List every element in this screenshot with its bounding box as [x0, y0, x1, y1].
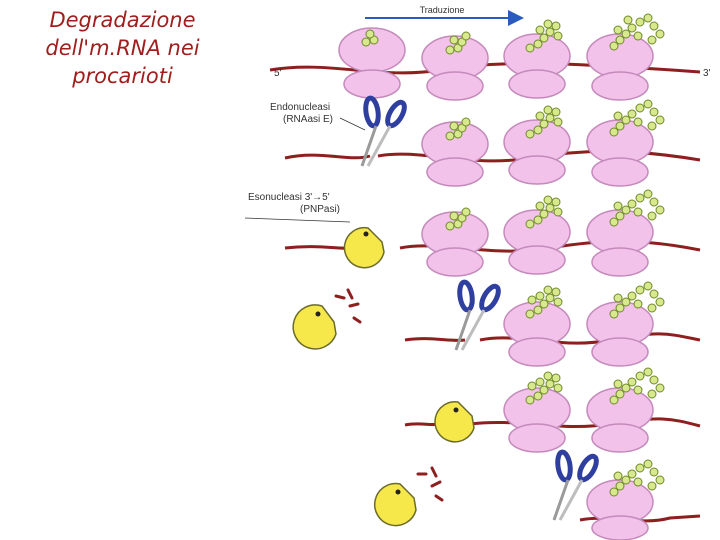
translation-label: Traduzione: [420, 5, 465, 15]
mrna-fragments: [336, 290, 442, 500]
endonuclease-pointer: [340, 118, 365, 130]
exonuclease-pointer: [245, 218, 350, 222]
exonuclease-label-line-2: (PNPasi): [300, 204, 340, 215]
exonuclease-icon-4: [375, 484, 416, 526]
exonuclease-label-line-1: Esonucleasi 3'→5': [248, 192, 330, 203]
exonuclease-icon-2: [293, 305, 336, 349]
exonuclease-icon-1: [344, 228, 384, 268]
endonuclease-label-line-2: (RNAasi E): [283, 114, 333, 125]
five-prime-label: 5': [274, 68, 282, 79]
exonuclease-icon-3: [435, 402, 474, 442]
endonuclease-label-line-1: Endonucleasi: [270, 102, 330, 113]
three-prime-label: 3': [703, 68, 711, 79]
